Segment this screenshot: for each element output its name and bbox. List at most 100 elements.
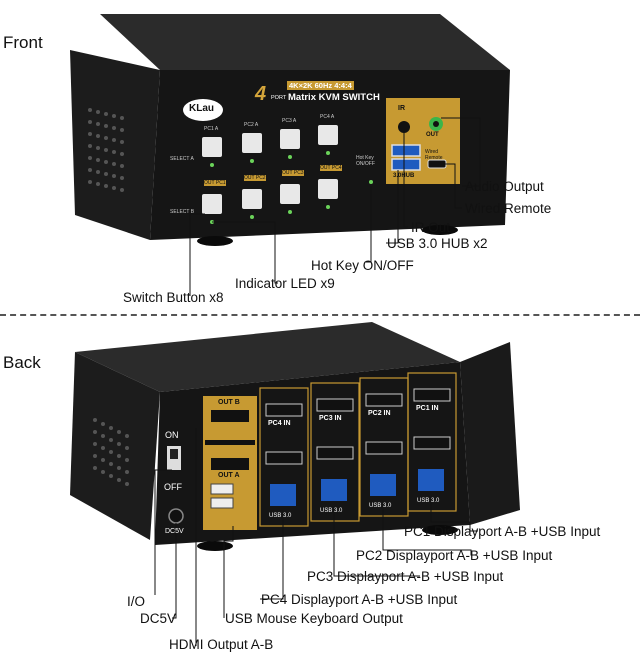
usb-label: USB 3.0 xyxy=(269,513,292,519)
select-b-label: SELECT B xyxy=(170,209,195,215)
callout-pc4: PC4 Displayport A-B +USB Input xyxy=(261,592,458,607)
displayport-a xyxy=(316,446,354,460)
indicator-led xyxy=(250,159,254,163)
badge-title: Matrix KVM SWITCH xyxy=(288,92,380,103)
back-vent-holes xyxy=(93,418,129,486)
usb-b-port xyxy=(321,479,347,501)
switch-buttons-row-a xyxy=(202,125,338,157)
switch-button[interactable] xyxy=(242,133,262,153)
pc1-column xyxy=(407,372,457,512)
back-left-side xyxy=(70,352,160,540)
front-left-side xyxy=(70,50,160,240)
section-divider xyxy=(0,314,640,316)
pc3-column xyxy=(310,382,360,522)
indicator-led xyxy=(250,215,254,219)
switch-button[interactable] xyxy=(318,179,338,199)
indicator-leds xyxy=(210,151,373,224)
hotkey-small-label: Hot Key ON/OFF xyxy=(356,155,375,167)
callout-ir-out: IR Out xyxy=(411,220,451,235)
pc-in-label: PC3 IN xyxy=(319,415,342,422)
front-top-face xyxy=(100,14,510,70)
displayport-b xyxy=(316,398,354,412)
select-a-label: SELECT A xyxy=(170,156,194,162)
pc-in-label: PC4 IN xyxy=(268,420,291,427)
switch-button[interactable] xyxy=(318,125,338,145)
switch-buttons-row-b xyxy=(202,179,338,214)
ir-port xyxy=(398,121,410,133)
indicator-led xyxy=(326,151,330,155)
indicator-led xyxy=(288,210,292,214)
usb-mouse-port xyxy=(210,497,234,509)
ir-label: IR xyxy=(398,105,405,112)
callout-indicator-led: Indicator LED x9 xyxy=(235,276,335,291)
brand-name: KLau xyxy=(189,103,214,114)
back-right-side xyxy=(460,342,520,525)
callout-hdmi-output: HDMI Output A-B xyxy=(169,637,274,652)
badge-port: PORT xyxy=(271,95,287,101)
dc-label: DC5V xyxy=(165,528,184,535)
usb-kbd-port xyxy=(210,483,234,495)
front-callout-lines xyxy=(189,117,481,296)
wired-remote-small-label: Wired Remote xyxy=(425,149,443,161)
indicator-led xyxy=(288,155,292,159)
callout-pc1: PC1 Displayport A-B +USB Input xyxy=(404,524,601,539)
callout-pc2: PC2 Displayport A-B +USB Input xyxy=(356,548,553,563)
callout-usb-mouse-keyboard: USB Mouse Keyboard Output xyxy=(225,611,403,626)
badge-resolution: 4K×2K 60Hz 4:4:4 xyxy=(287,81,354,90)
displayport-b xyxy=(265,403,303,417)
switch-button[interactable] xyxy=(202,194,222,214)
pc-label: PC4 A xyxy=(320,114,335,120)
usb-label: USB 3.0 xyxy=(369,503,392,509)
hub-label: 3.0HUB xyxy=(393,173,415,179)
pc-label: PC3 A xyxy=(282,118,297,124)
callout-hot-key: Hot Key ON/OFF xyxy=(311,258,414,273)
badge-number: 4 xyxy=(255,83,267,105)
out-pc-label: OUT PC4 xyxy=(320,165,342,171)
hdmi-port-b xyxy=(211,410,249,422)
displayport-b xyxy=(413,388,451,402)
displayport-b xyxy=(365,393,403,407)
callout-dc5v: DC5V xyxy=(140,611,177,626)
callout-usb-hub: USB 3.0 HUB x2 xyxy=(387,236,488,251)
on-label: ON xyxy=(165,430,179,440)
callout-audio-output: Audio Output xyxy=(465,179,544,194)
pc-label: PC2 A xyxy=(244,122,259,128)
back-section-title: Back xyxy=(3,353,41,372)
switch-button[interactable] xyxy=(242,189,262,209)
hdmi-port-a xyxy=(211,458,249,470)
usb-hub-port xyxy=(391,158,421,171)
out-label: OUT xyxy=(426,132,439,138)
indicator-led xyxy=(210,163,214,167)
usb-b-port xyxy=(418,469,444,491)
back-callout-lines xyxy=(154,428,478,646)
brand-logo xyxy=(183,99,223,121)
off-label: OFF xyxy=(164,482,182,492)
usb-b-port xyxy=(270,484,296,506)
switch-button[interactable] xyxy=(202,137,222,157)
usb-label: USB 3.0 xyxy=(417,498,440,504)
front-vent-holes xyxy=(88,108,124,192)
indicator-led xyxy=(369,180,373,184)
out-a-label: OUT A xyxy=(218,472,240,479)
indicator-led xyxy=(326,205,330,209)
out-pc-label: OUT PC3 xyxy=(282,170,304,176)
out-b-label: OUT B xyxy=(218,399,240,406)
callout-wired-remote: Wired Remote xyxy=(465,201,552,216)
pc-in-label: PC1 IN xyxy=(416,405,439,412)
out-pc-label: OUT PC2 xyxy=(244,175,266,181)
switch-button[interactable] xyxy=(280,129,300,149)
callout-io: I/O xyxy=(127,594,146,609)
back-top-face xyxy=(75,322,460,392)
callout-pc3: PC3 Displayport A-B +USB Input xyxy=(307,569,504,584)
front-section-title: Front xyxy=(3,33,43,52)
displayport-a xyxy=(413,436,451,450)
displayport-a xyxy=(365,441,403,455)
usb-hub-port xyxy=(391,144,421,157)
pc-label: PC1 A xyxy=(204,126,219,132)
usb-label: USB 3.0 xyxy=(320,508,343,514)
callout-switch-button: Switch Button x8 xyxy=(123,290,224,305)
usb-b-port xyxy=(370,474,396,496)
switch-button[interactable] xyxy=(280,184,300,204)
